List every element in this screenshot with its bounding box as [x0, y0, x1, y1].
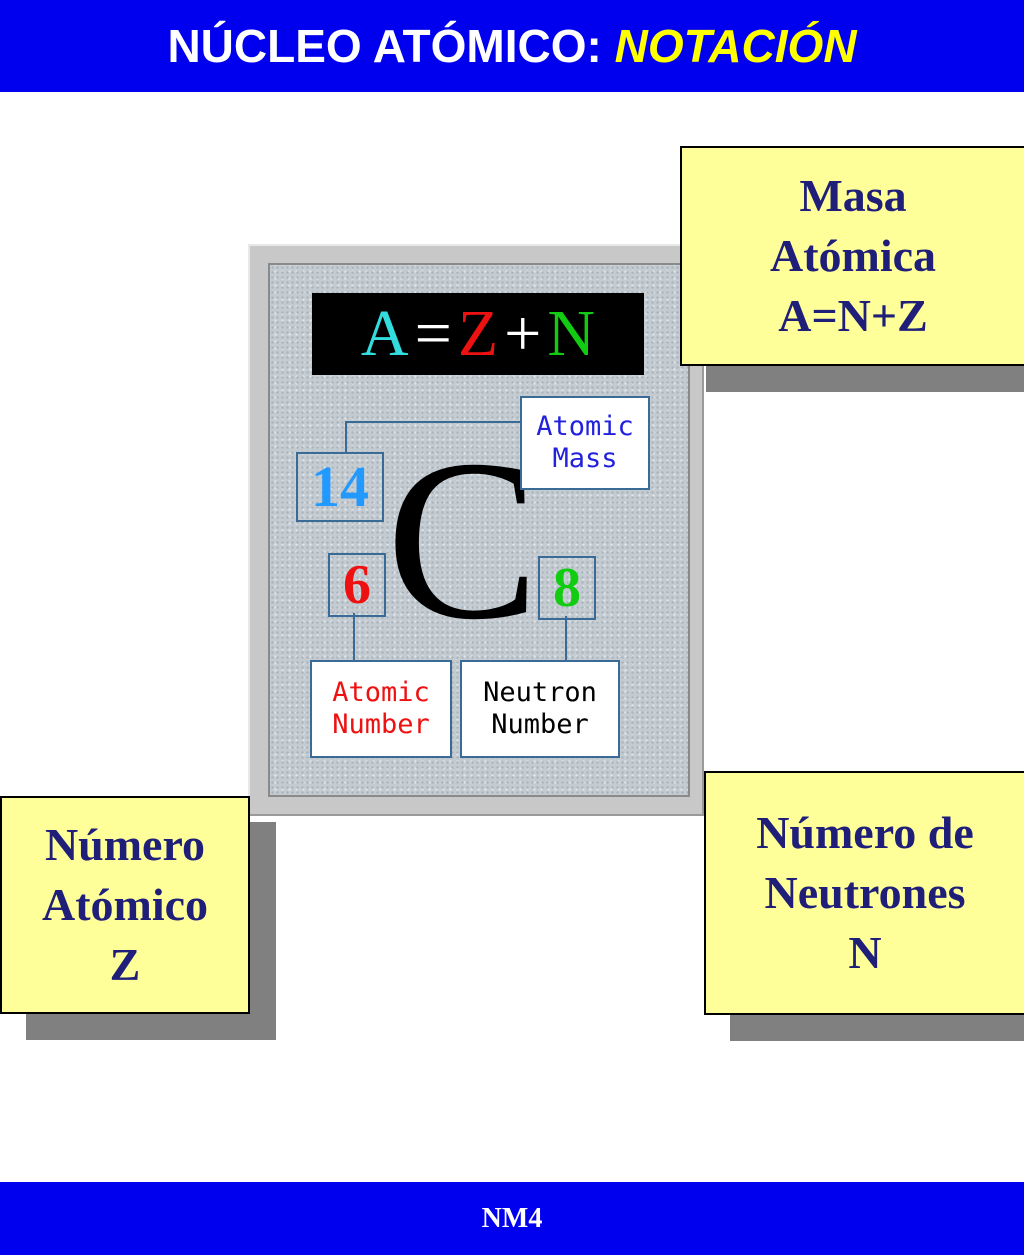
callout-atomic-mass: Masa Atómica A=N+Z: [680, 146, 1024, 366]
formula-equals: =: [414, 297, 452, 370]
atomic-mass-label-line2: Mass: [552, 443, 618, 474]
atomic-number-label-line2: Number: [332, 709, 430, 740]
element-symbol: C: [386, 412, 540, 667]
title-accent: NOTACIÓN: [614, 20, 857, 72]
atomic-number-label-line1: Atomic: [332, 677, 430, 708]
neutron-number-label-line2: Number: [491, 709, 589, 740]
callout-neutron-number: Número de Neutrones N: [704, 771, 1024, 1015]
atomic-number-box: 6: [328, 553, 386, 617]
neutron-number-label-line1: Neutron: [483, 677, 597, 708]
formula-banner: A = Z + N: [312, 293, 644, 375]
callout-n-line1: Número de: [756, 807, 974, 858]
callout-mass-line1: Masa: [799, 170, 907, 221]
atomic-number-label: Atomic Number: [310, 660, 452, 758]
mass-number-box: 14: [296, 452, 384, 522]
page-title: NÚCLEO ATÓMICO: NOTACIÓN: [0, 0, 1024, 92]
atomic-mass-label: Atomic Mass: [520, 396, 650, 490]
formula-a: A: [360, 297, 409, 370]
callout-n-line3: N: [848, 927, 882, 978]
neutron-number-box: 8: [538, 556, 596, 620]
callout-z-line3: Z: [109, 939, 141, 990]
callout-z-line2: Atómico: [41, 879, 209, 930]
neutron-number-label: Neutron Number: [460, 660, 620, 758]
callout-n-line2: Neutrones: [764, 867, 966, 918]
title-main: NÚCLEO ATÓMICO:: [167, 20, 615, 72]
callout-atomic-number: Número Atómico Z: [0, 796, 250, 1014]
callout-mass-line2: Atómica: [769, 230, 937, 281]
callout-z-line1: Número: [44, 819, 206, 870]
footer-label: NM4: [0, 1182, 1024, 1255]
callout-mass-line3: A=N+Z: [778, 290, 928, 341]
formula-z: Z: [457, 297, 499, 370]
formula-n: N: [547, 297, 596, 370]
atomic-mass-label-line1: Atomic: [536, 411, 634, 442]
formula-plus: +: [504, 297, 542, 370]
